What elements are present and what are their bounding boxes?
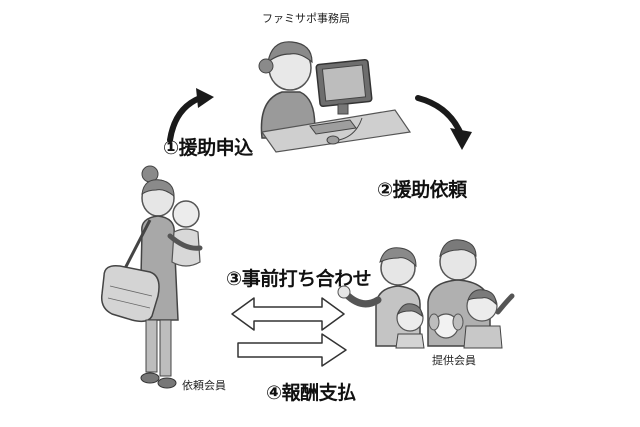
curved-arrow-application (167, 88, 214, 143)
double-arrow-meeting (231, 297, 345, 331)
office-staff-illustration (258, 41, 412, 153)
arrow-payment (237, 333, 347, 367)
providing-member-label: 提供会員 (432, 354, 476, 367)
curved-arrow-request (415, 95, 472, 150)
providing-member-illustration (337, 239, 515, 349)
office-title: ファミサポ事務局 (262, 12, 350, 25)
step-1-application: ①援助申込 (163, 137, 253, 159)
step-3-prior-meeting: ③事前打ち合わせ (226, 268, 372, 290)
requesting-member-label: 依頼会員 (182, 379, 226, 392)
step-2-request: ②援助依頼 (377, 179, 467, 201)
requesting-member-illustration (100, 165, 203, 389)
step-4-payment: ④報酬支払 (266, 382, 356, 404)
